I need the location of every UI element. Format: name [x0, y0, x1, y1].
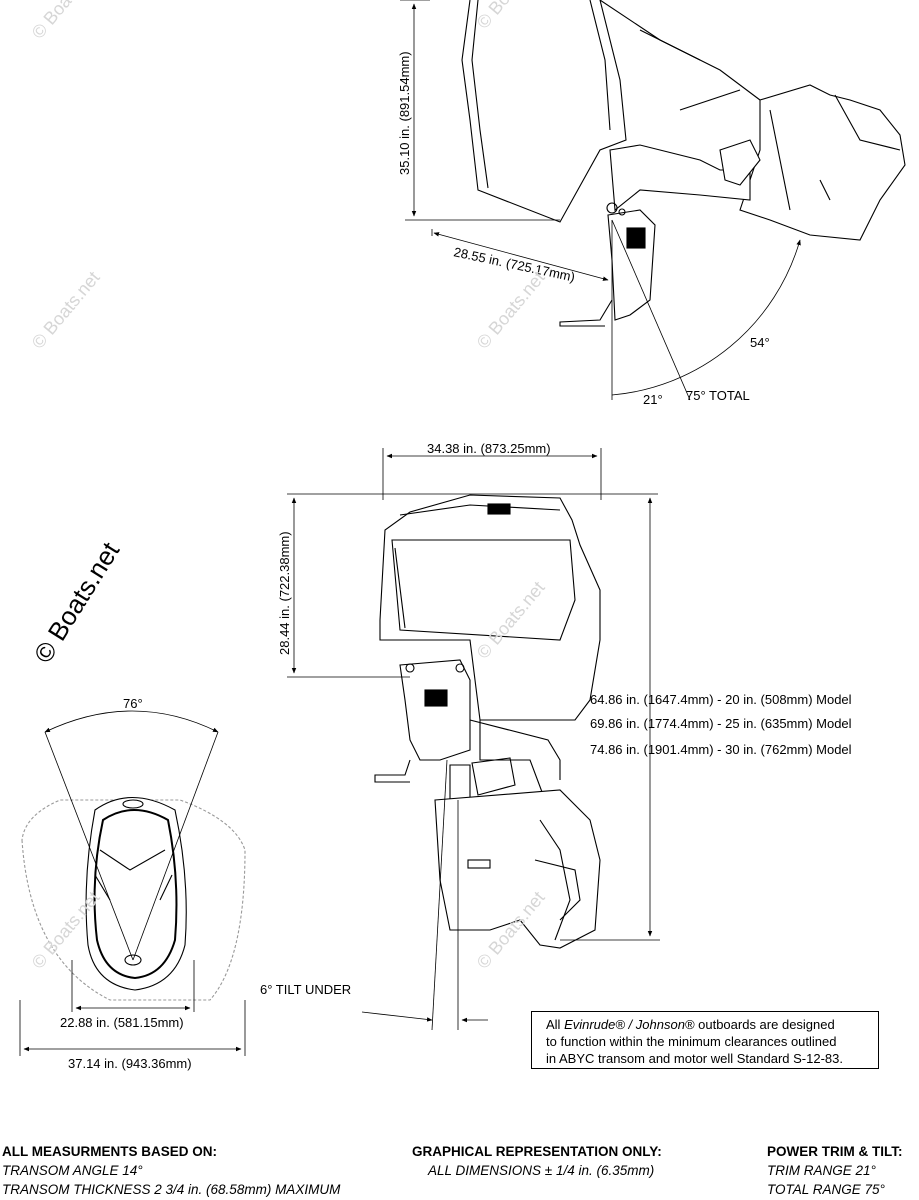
rear-cowling: [85, 796, 187, 991]
tilted-gearcase: [739, 84, 906, 241]
tilt-angle-total: 75° TOTAL: [686, 388, 750, 403]
footer-left-line-1: TRANSOM ANGLE 14°: [2, 1163, 143, 1178]
footer-left-line-2: TRANSOM THICKNESS 2 3/4 in. (68.58mm) MA…: [2, 1182, 341, 1197]
footer-graphical-note: GRAPHICAL REPRESENTATION ONLY: ALL DIMEN…: [412, 1142, 662, 1180]
tilted-height-dim: 35.10 in. (891.54mm): [397, 51, 412, 175]
notice-line-2: to function within the minimum clearance…: [546, 1034, 837, 1049]
watermark: © Boats.net: [473, 267, 549, 352]
notice-line-1: All Evinrude® / Johnson® outboards are d…: [546, 1017, 835, 1032]
rear-dimensions: [19, 710, 246, 1056]
footer-left-heading: ALL MEASURMENTS BASED ON:: [2, 1144, 218, 1159]
tilted-cowling: [461, 0, 627, 223]
footer-right-line-2: TOTAL RANGE 75°: [767, 1182, 885, 1197]
watermark-large: © Boats.net: [28, 536, 126, 668]
side-gearcase: [434, 789, 601, 949]
shaft-length-30: 74.86 in. (1901.4mm) - 30 in. (762mm) Mo…: [590, 742, 852, 757]
tilted-reach-dim: 28.55 in. (725.17mm): [452, 244, 576, 284]
footer-center-heading: GRAPHICAL REPRESENTATION ONLY:: [412, 1144, 662, 1159]
rear-inner-width: 22.88 in. (581.15mm): [60, 1015, 184, 1030]
tilt-angle-lower: 21°: [643, 392, 663, 407]
side-dimensions: [287, 448, 660, 1031]
shaft-length-20: 64.86 in. (1647.4mm) - 20 in. (508mm) Mo…: [590, 692, 852, 707]
footer-center-line-1: ALL DIMENSIONS ± 1/4 in. (6.35mm): [428, 1163, 655, 1178]
steering-arc: [21, 799, 246, 1001]
shaft-length-25: 69.86 in. (1774.4mm) - 25 in. (635mm) Mo…: [590, 716, 852, 731]
side-motor-view: [374, 494, 601, 949]
side-transom-bracket: [399, 659, 471, 761]
tilt-under-label: 6° TILT UNDER: [260, 982, 351, 997]
footer-power-trim: POWER TRIM & TILT: TRIM RANGE 21° TOTAL …: [767, 1142, 902, 1199]
footer-right-line-1: TRIM RANGE 21°: [767, 1163, 876, 1178]
rear-motor-view: [21, 796, 246, 1001]
side-height-dim: 28.44 in. (722.38mm): [277, 531, 292, 655]
watermark: © Boats.net: [28, 0, 104, 43]
side-width-dim: 34.38 in. (873.25mm): [427, 441, 551, 456]
steer-angle-label: 76°: [123, 696, 143, 711]
footer-right-heading: POWER TRIM & TILT:: [767, 1144, 903, 1159]
abyc-notice-box: All Evinrude® / Johnson® outboards are d…: [531, 1011, 879, 1069]
tilt-angle-upper: 54°: [750, 335, 770, 350]
footer-measurement-basis: ALL MEASURMENTS BASED ON: TRANSOM ANGLE …: [2, 1142, 340, 1199]
tilted-dimensions: [400, 0, 801, 401]
notice-line-3: in ABYC transom and motor well Standard …: [546, 1051, 843, 1066]
rear-outer-width: 37.14 in. (943.36mm): [68, 1056, 192, 1071]
watermark: © Boats.net: [28, 267, 104, 352]
